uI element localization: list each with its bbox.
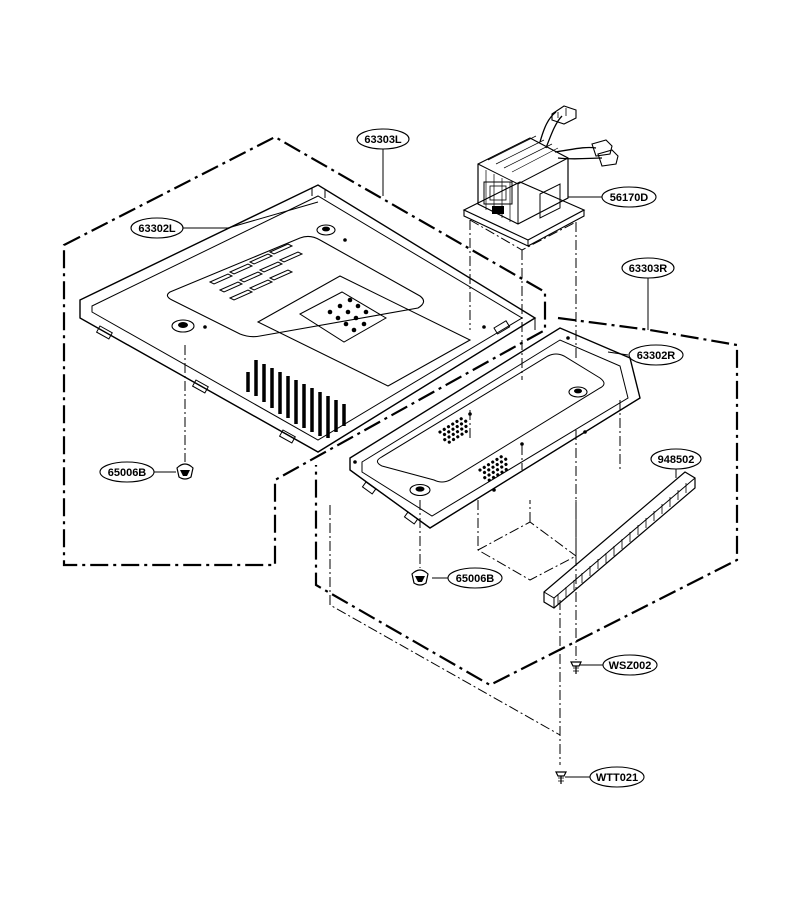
seal-strip [543,471,696,609]
leader-lines [154,149,677,778]
lower-projection [184,345,621,765]
callout-WSZ002: WSZ002 [602,654,658,676]
callout-65006B-right: 65006B [447,567,503,589]
part-number-65006B-right: 65006B [456,573,495,585]
right-plate [349,327,641,529]
left-plate [79,184,537,453]
vent-slots-upper [208,243,304,301]
assembly-boundary-right [314,316,739,687]
transformer [462,105,619,247]
vent-holes-right [438,417,508,482]
screw-wsz002 [570,661,582,674]
transformer-projection [469,219,577,470]
part-number-63302L: 63302L [138,223,176,235]
vent-holes-left [327,297,369,333]
callout-948502: 948502 [650,448,702,470]
callout-63303L: 63303L [356,128,410,150]
part-number-948502: 948502 [658,454,695,466]
callout-63302R: 63302R [628,344,684,366]
callout-WTT021: WTT021 [589,766,645,788]
part-number-63302R: 63302R [637,350,676,362]
screw-wtt021 [555,771,567,784]
part-number-WTT021: WTT021 [596,772,638,784]
part-number-63303R: 63303R [629,263,668,275]
foot-right [411,569,429,586]
callout-63302L: 63302L [130,217,184,239]
part-number-WSZ002: WSZ002 [609,660,652,672]
part-number-56170D: 56170D [610,192,649,204]
part-number-63303L: 63303L [364,134,402,146]
vent-slots-lower [246,360,346,438]
callout-65006B-left: 65006B [99,461,155,483]
callout-56170D: 56170D [601,186,657,208]
part-number-65006B-left: 65006B [108,467,147,479]
callout-63303R: 63303R [621,257,675,279]
assembly-boundary-left [62,135,547,567]
foot-left [176,463,194,480]
